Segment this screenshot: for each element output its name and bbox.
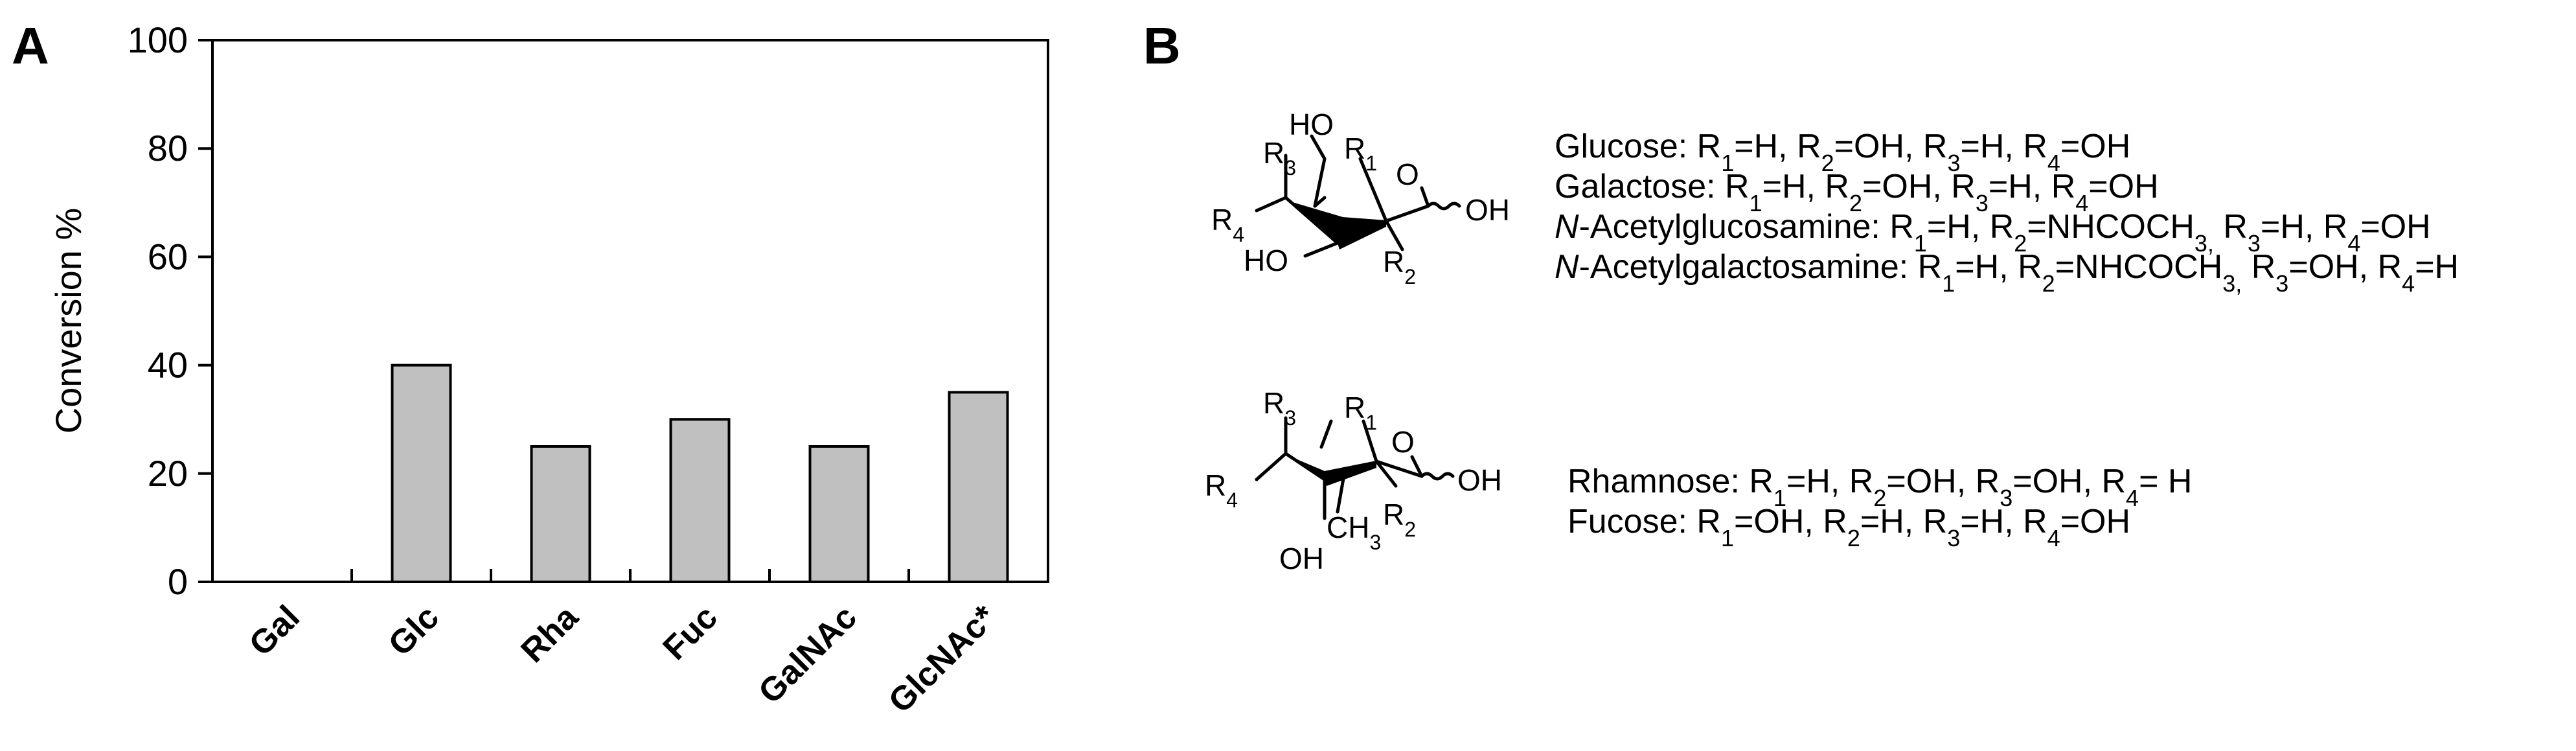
label-oh-bottom: OH xyxy=(1279,542,1324,575)
legend-rhamnose: Rhamnose: R1=H, R2=OH, R3=OH, R4= H xyxy=(1567,463,2192,511)
label-oh: OH xyxy=(1457,463,1502,497)
label-ho-top: HO xyxy=(1289,108,1334,141)
x-tick-label: GlcNAc* xyxy=(882,598,1004,721)
bond xyxy=(1303,241,1339,258)
label-r1: R1 xyxy=(1344,132,1377,175)
legend-glucose: Glucose: R1=H, R2=OH, R3=H, R4=OH xyxy=(1555,128,2130,176)
bold-bond xyxy=(1325,461,1376,486)
panel-b-letter: B xyxy=(1143,17,1181,75)
panel-b: B HO R1 O R3 R4 OH HO R2 xyxy=(1114,0,2576,748)
bar-glcnac xyxy=(948,391,1009,584)
label-r3: R3 xyxy=(1263,386,1296,430)
x-tick-label: GalNAc xyxy=(751,598,864,711)
wavy-bond xyxy=(1420,472,1455,481)
bond xyxy=(1313,196,1327,208)
label-ho-bottom: HO xyxy=(1244,244,1288,277)
label-oh: OH xyxy=(1465,193,1510,227)
bond xyxy=(1362,419,1378,463)
bold-bond xyxy=(1338,221,1386,249)
structure-1-labels: HO R1 O R3 R4 OH HO R2 xyxy=(1211,108,1510,288)
bond xyxy=(1255,452,1288,481)
bar-glc xyxy=(391,364,452,583)
wavy-bond xyxy=(1426,202,1461,211)
bond xyxy=(1384,219,1404,251)
label-r1: R1 xyxy=(1344,391,1377,434)
y-tick-label: 20 xyxy=(148,453,188,494)
label-r2: R2 xyxy=(1383,245,1416,288)
plot-frame xyxy=(211,39,1049,583)
legend-group-2: Rhamnose: R1=H, R2=OH, R3=OH, R4= HFucos… xyxy=(1567,463,2192,551)
bond xyxy=(1384,204,1430,223)
structure-1 xyxy=(1255,134,1461,258)
label-r2: R2 xyxy=(1383,498,1416,541)
y-axis-label: Conversion % xyxy=(48,208,89,434)
structure-2 xyxy=(1255,416,1455,520)
bond xyxy=(1410,455,1424,478)
label-o: O xyxy=(1396,157,1419,191)
label-r4: R4 xyxy=(1205,468,1238,512)
x-tick-label: Rha xyxy=(514,598,586,670)
y-tick-label: 60 xyxy=(148,236,188,277)
bar-galnac xyxy=(808,445,870,583)
label-r4: R4 xyxy=(1211,203,1244,246)
bond xyxy=(1420,186,1430,208)
bond xyxy=(1374,459,1398,488)
legend-fucose: Fucose: R1=OH, R2=H, R3=H, R4=OH xyxy=(1567,503,2130,551)
bond xyxy=(1310,134,1327,161)
y-tick-label: 100 xyxy=(128,19,188,60)
bond xyxy=(1319,419,1333,449)
structures-svg: B HO R1 O R3 R4 OH HO R2 xyxy=(1143,17,2459,575)
x-tick-label: Gal xyxy=(242,598,307,663)
bond xyxy=(1336,473,1346,514)
bond xyxy=(1358,157,1388,223)
label-o: O xyxy=(1391,425,1415,459)
bar-fuc xyxy=(669,418,731,584)
label-ch3: CH3 xyxy=(1327,511,1381,554)
structure-2-labels: R3 R1 O R4 OH CH3 R2 OH xyxy=(1205,386,1502,575)
legend-n-acetylgalactosamine: N-Acetylgalactosamine: R1=H, R2=NHCOCH3,… xyxy=(1555,248,2459,297)
x-tick-label: Fuc xyxy=(656,598,725,667)
bold-bond xyxy=(1285,197,1388,244)
panel-a-letter: A xyxy=(12,17,49,75)
legend-group-1: Glucose: R1=H, R2=OH, R3=H, R4=OHGalacto… xyxy=(1555,128,2459,297)
y-tick-label: 40 xyxy=(148,345,188,386)
bond xyxy=(1255,196,1288,213)
bond xyxy=(1313,157,1327,208)
legend-n-acetylglucosamine: N-Acetylglucosamine: R1=H, R2=NHCOCH3, R… xyxy=(1555,208,2431,257)
bar-rha xyxy=(530,445,591,583)
y-tick-label: 0 xyxy=(168,561,188,602)
legend-galactose: Galactose: R1=H, R2=OH, R3=H, R4=OH xyxy=(1555,168,2159,216)
x-tick-label: Glc xyxy=(382,598,446,663)
label-r3: R3 xyxy=(1263,136,1296,179)
bond xyxy=(1374,459,1424,478)
y-tick-label: 80 xyxy=(148,128,188,168)
